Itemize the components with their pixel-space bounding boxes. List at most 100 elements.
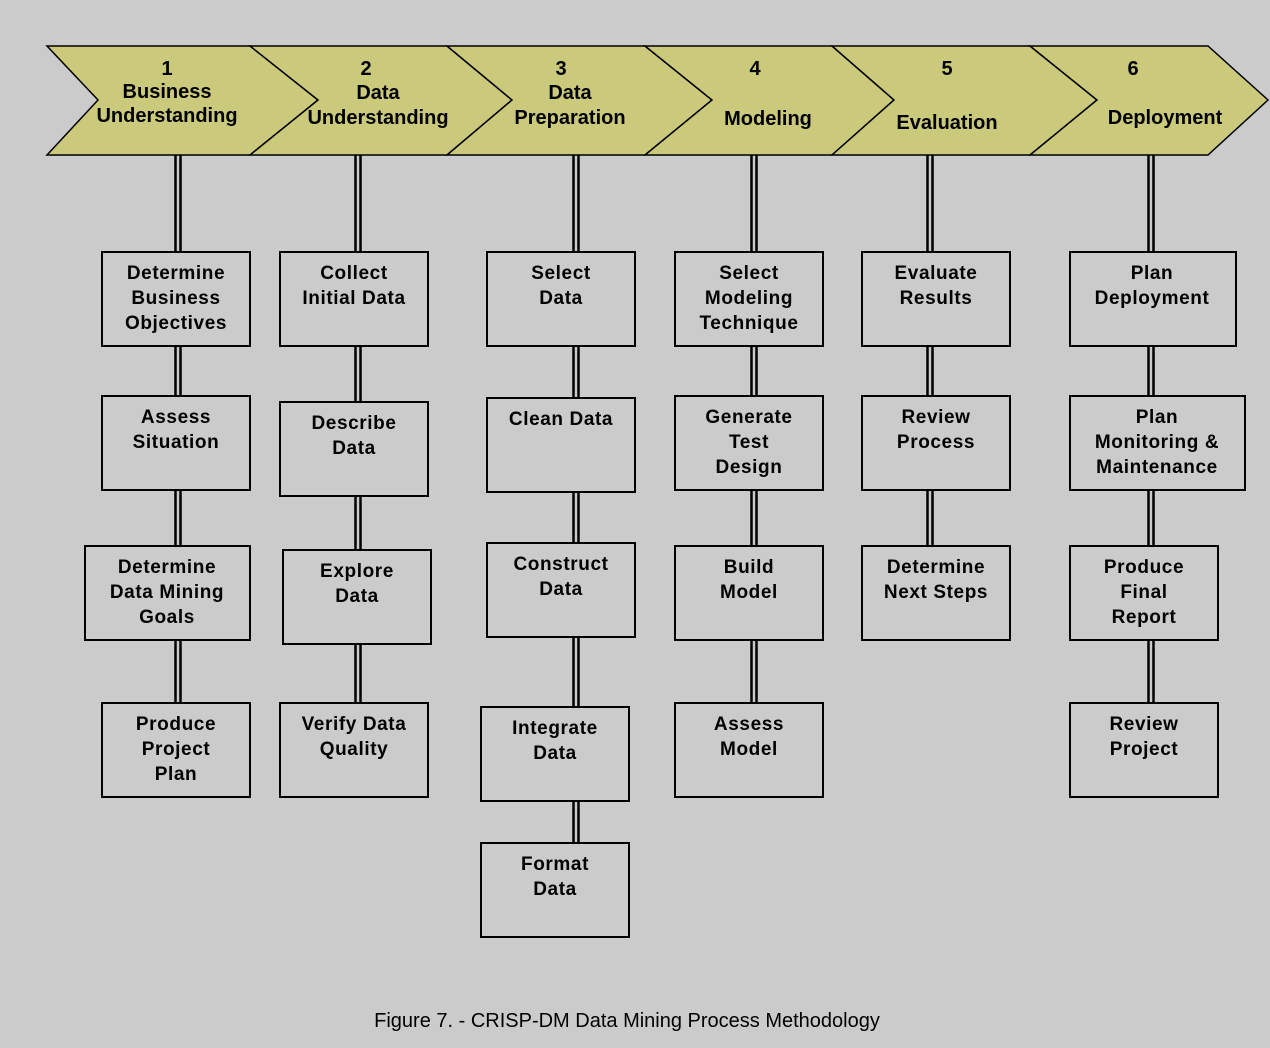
task-label-line: Project [1110,739,1179,760]
task-label-line: Project [142,739,211,760]
task-label-line: Produce [1104,557,1184,578]
figure-caption: Figure 7. - CRISP-DM Data Mining Process… [374,1010,880,1032]
task-label-line: Process [897,432,975,453]
task-label-line: Collect [320,263,388,284]
task-box [279,702,429,798]
phase-name-line: Business [123,81,212,103]
phase-chevron-shape [1027,45,1270,156]
task-label-line: Report [1112,607,1177,628]
task-label-line: Integrate [512,718,598,739]
task-box [84,545,251,641]
phase-number: 2 [360,58,371,80]
task-label-line: Review [901,407,970,428]
task-label-line: Data [332,438,376,459]
task-box [486,251,636,347]
task-label-line: Determine [118,557,216,578]
task-label-line: Verify Data [302,714,407,735]
task-box [101,395,251,491]
task-label-line: Test [729,432,769,453]
task-box [486,542,636,638]
task-label-line: Goals [139,607,195,628]
phase-name-line: Modeling [724,108,812,130]
task-label-line: Clean Data [509,409,613,430]
task-label-line: Model [720,582,778,603]
task-label-line: Data Mining [110,582,224,603]
task-column-5: EvaluateResultsReviewProcessDetermineNex… [861,251,1011,641]
task-box [101,702,251,798]
task-label-line: Model [720,739,778,760]
task-label-line: Review [1109,714,1178,735]
task-label-line: Data [533,743,577,764]
task-label-line: Monitoring & [1095,432,1219,453]
task-label-line: Design [716,457,783,478]
task-label-line: Final [1120,582,1167,603]
task-label-line: Select [531,263,591,284]
task-box [480,842,630,938]
task-label-line: Format [521,854,589,875]
task-label-line: Construct [513,554,608,575]
phase-number: 3 [555,58,566,80]
task-box [282,549,432,645]
task-box [101,251,251,347]
task-box [861,251,1011,347]
task-label-line: Next Steps [884,582,988,603]
task-column-1: DetermineBusinessObjectivesAssessSituati… [84,251,251,798]
task-label-line: Quality [320,739,389,760]
task-label-line: Objectives [125,313,227,334]
task-box [279,251,429,347]
task-box [480,706,630,802]
phase-number: 1 [161,58,172,80]
task-box [1069,251,1237,347]
task-box [861,545,1011,641]
task-label-line: Produce [136,714,216,735]
phase-name-line: Data [548,82,592,104]
task-label-line: Initial Data [302,288,405,309]
phase-name-line: Data [356,82,400,104]
task-label-line: Build [724,557,775,578]
phase-name-line: Understanding [96,105,237,127]
task-label-line: Determine [127,263,225,284]
task-label-line: Plan [1131,263,1174,284]
task-box [861,395,1011,491]
task-label-line: Select [719,263,779,284]
task-label-line: Data [533,879,577,900]
phase-number: 6 [1127,58,1138,80]
task-clean-data: Clean Data [486,397,636,493]
task-label-line: Determine [887,557,985,578]
phase-name-line: Preparation [514,107,625,129]
task-label-line: Maintenance [1096,457,1218,478]
task-label-line: Assess [714,714,784,735]
task-label-line: Technique [700,313,799,334]
phase-number: 5 [941,58,952,80]
task-box [486,397,636,493]
task-column-4: SelectModelingTechniqueGenerateTestDesig… [674,251,824,798]
task-label-line: Plan [155,764,198,785]
